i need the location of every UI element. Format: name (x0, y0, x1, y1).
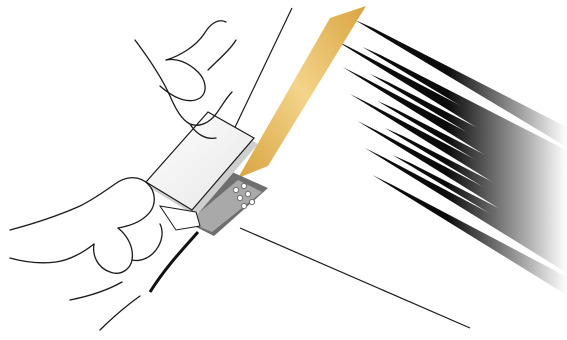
lower-finger-3 (100, 296, 140, 330)
rivet (245, 191, 250, 196)
rivet (249, 199, 254, 204)
upper-finger-2 (166, 21, 226, 60)
lower-wrist (70, 282, 122, 300)
rivet (241, 203, 246, 208)
lower-thumb (118, 178, 154, 228)
heating-film (238, 0, 567, 340)
rivet (237, 195, 242, 200)
rivet (233, 187, 238, 192)
upper-finger-3 (208, 40, 236, 70)
rivet (241, 183, 246, 188)
lower-palm (10, 244, 94, 263)
lead-wire (150, 232, 198, 292)
lower-finger-2 (132, 224, 162, 261)
film-fade-overlay (300, 0, 567, 340)
lower-finger-1 (94, 228, 133, 273)
upper-finger-1 (160, 60, 205, 101)
lower-hand-arm (10, 182, 118, 230)
